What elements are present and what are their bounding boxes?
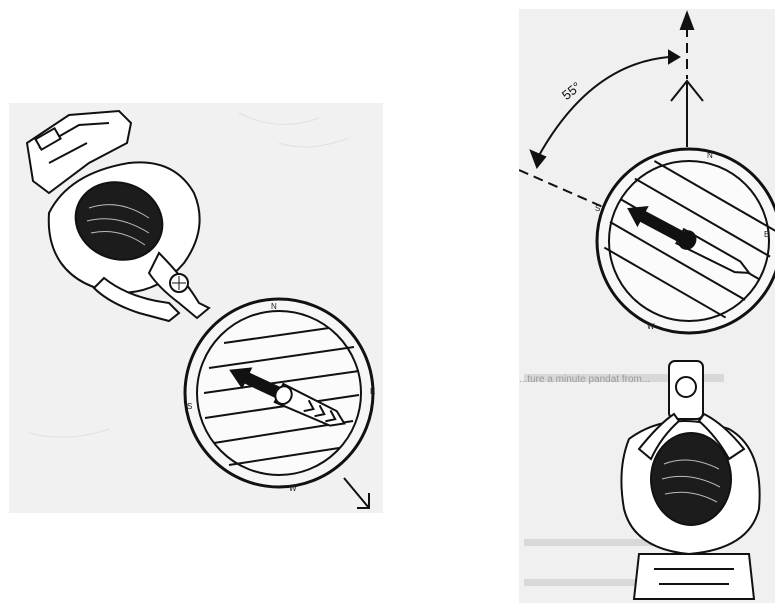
- person-topdown-icon: [621, 361, 759, 599]
- compass-letter-w: W: [647, 323, 655, 331]
- compass-letter-e: E: [764, 231, 769, 239]
- compass-letter-s: S: [595, 205, 600, 213]
- person-topdown-icon: [27, 111, 209, 321]
- bearing-dashed-line: [519, 170, 603, 207]
- right-illustration-panel: 55° N E S W ...ture a minute pandat from…: [519, 9, 775, 603]
- background-text-fragment: ...ture a minute pandat from...: [519, 375, 650, 385]
- direction-arrow-icon: [344, 478, 369, 508]
- compass-left: [185, 299, 373, 508]
- compass-letter-n: N: [271, 303, 277, 311]
- angle-arc: [531, 51, 679, 167]
- compass-letter-s: S: [187, 403, 192, 411]
- right-illustration: [519, 9, 775, 603]
- compass-letter-n: N: [707, 152, 713, 160]
- north-arrow-icon: [671, 81, 703, 147]
- compass-right: [596, 149, 775, 333]
- compass-letter-w: W: [289, 485, 297, 493]
- left-illustration: [9, 103, 383, 513]
- compass-letter-e: E: [370, 388, 375, 396]
- north-dashed-line: [681, 13, 693, 79]
- left-illustration-panel: N E S W: [9, 103, 383, 513]
